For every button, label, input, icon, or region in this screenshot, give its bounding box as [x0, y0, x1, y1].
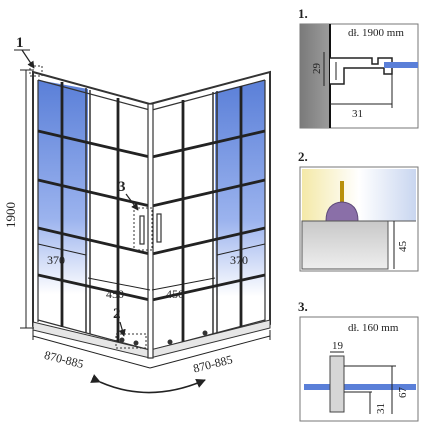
enclosure-right-side: [149, 70, 271, 359]
left-grid-bars: [37, 82, 151, 342]
right-roller-icon: [202, 330, 208, 336]
right-base-label: 870-885: [192, 352, 234, 375]
detail-3-outer-dim: 67: [397, 387, 409, 399]
detail-1-wall: [300, 24, 330, 128]
right-panel-dimension: 370: [216, 243, 266, 267]
detail-3-inner-dim: 31: [375, 403, 387, 414]
detail-1-length-note: dł. 1900 mm: [348, 27, 404, 39]
detail-1-glass: [384, 62, 418, 68]
left-door-dimension: 450: [87, 277, 151, 301]
height-dimension: 1900: [3, 69, 34, 329]
right-door-dimension: 450: [151, 277, 216, 301]
left-panel-label: 370: [47, 253, 65, 267]
callout-number-2: 2: [113, 306, 121, 322]
height-label: 1900: [3, 202, 18, 228]
detail-3-box: dł. 160 mm 19 31 67: [299, 316, 419, 422]
detail-3-glass: [304, 384, 416, 390]
right-panel-label: 370: [230, 253, 248, 267]
left-door-handle: [139, 215, 145, 245]
direction-arrow: [90, 374, 206, 394]
callout-number-1: 1: [16, 35, 24, 51]
callout-number-3: 3: [118, 179, 126, 195]
callout-box-2: [115, 333, 147, 349]
detail-3-number: 3.: [298, 299, 308, 314]
detail-2-number: 2.: [298, 149, 308, 164]
detail-2-height-dim: 45: [397, 241, 409, 253]
left-door-label: 450: [106, 287, 124, 301]
detail-3-handle: [329, 355, 345, 413]
detail-1-height-dim: 29: [311, 63, 323, 75]
right-door-label: 450: [166, 287, 184, 301]
detail-2-box: 45: [299, 166, 419, 272]
left-roller-icon: [133, 340, 139, 346]
detail-2-glass-back: [302, 169, 416, 221]
left-roller-icon: [119, 337, 125, 343]
left-base-label: 870-885: [43, 348, 85, 371]
callout-box-1: [29, 65, 43, 77]
right-door-handle: [156, 213, 162, 243]
detail-1-depth-dim: 31: [352, 108, 363, 120]
left-panel-dimension: 370: [37, 243, 87, 267]
enclosure-left-side: [32, 70, 151, 359]
detail-1-box: dł. 1900 mm 29 31: [299, 23, 419, 129]
detail-2-gold-pin: [340, 181, 344, 207]
detail-1-number: 1.: [298, 6, 308, 21]
right-grid-bars: [151, 86, 266, 344]
corner-post: [147, 103, 154, 359]
detail-2-knob: [325, 201, 359, 222]
detail-2-tray: [301, 220, 389, 270]
callout-box-3: [133, 207, 153, 251]
right-roller-icon: [167, 339, 173, 345]
detail-3-length-note: dł. 160 mm: [348, 322, 399, 334]
detail-3-width-dim: 19: [332, 340, 344, 352]
